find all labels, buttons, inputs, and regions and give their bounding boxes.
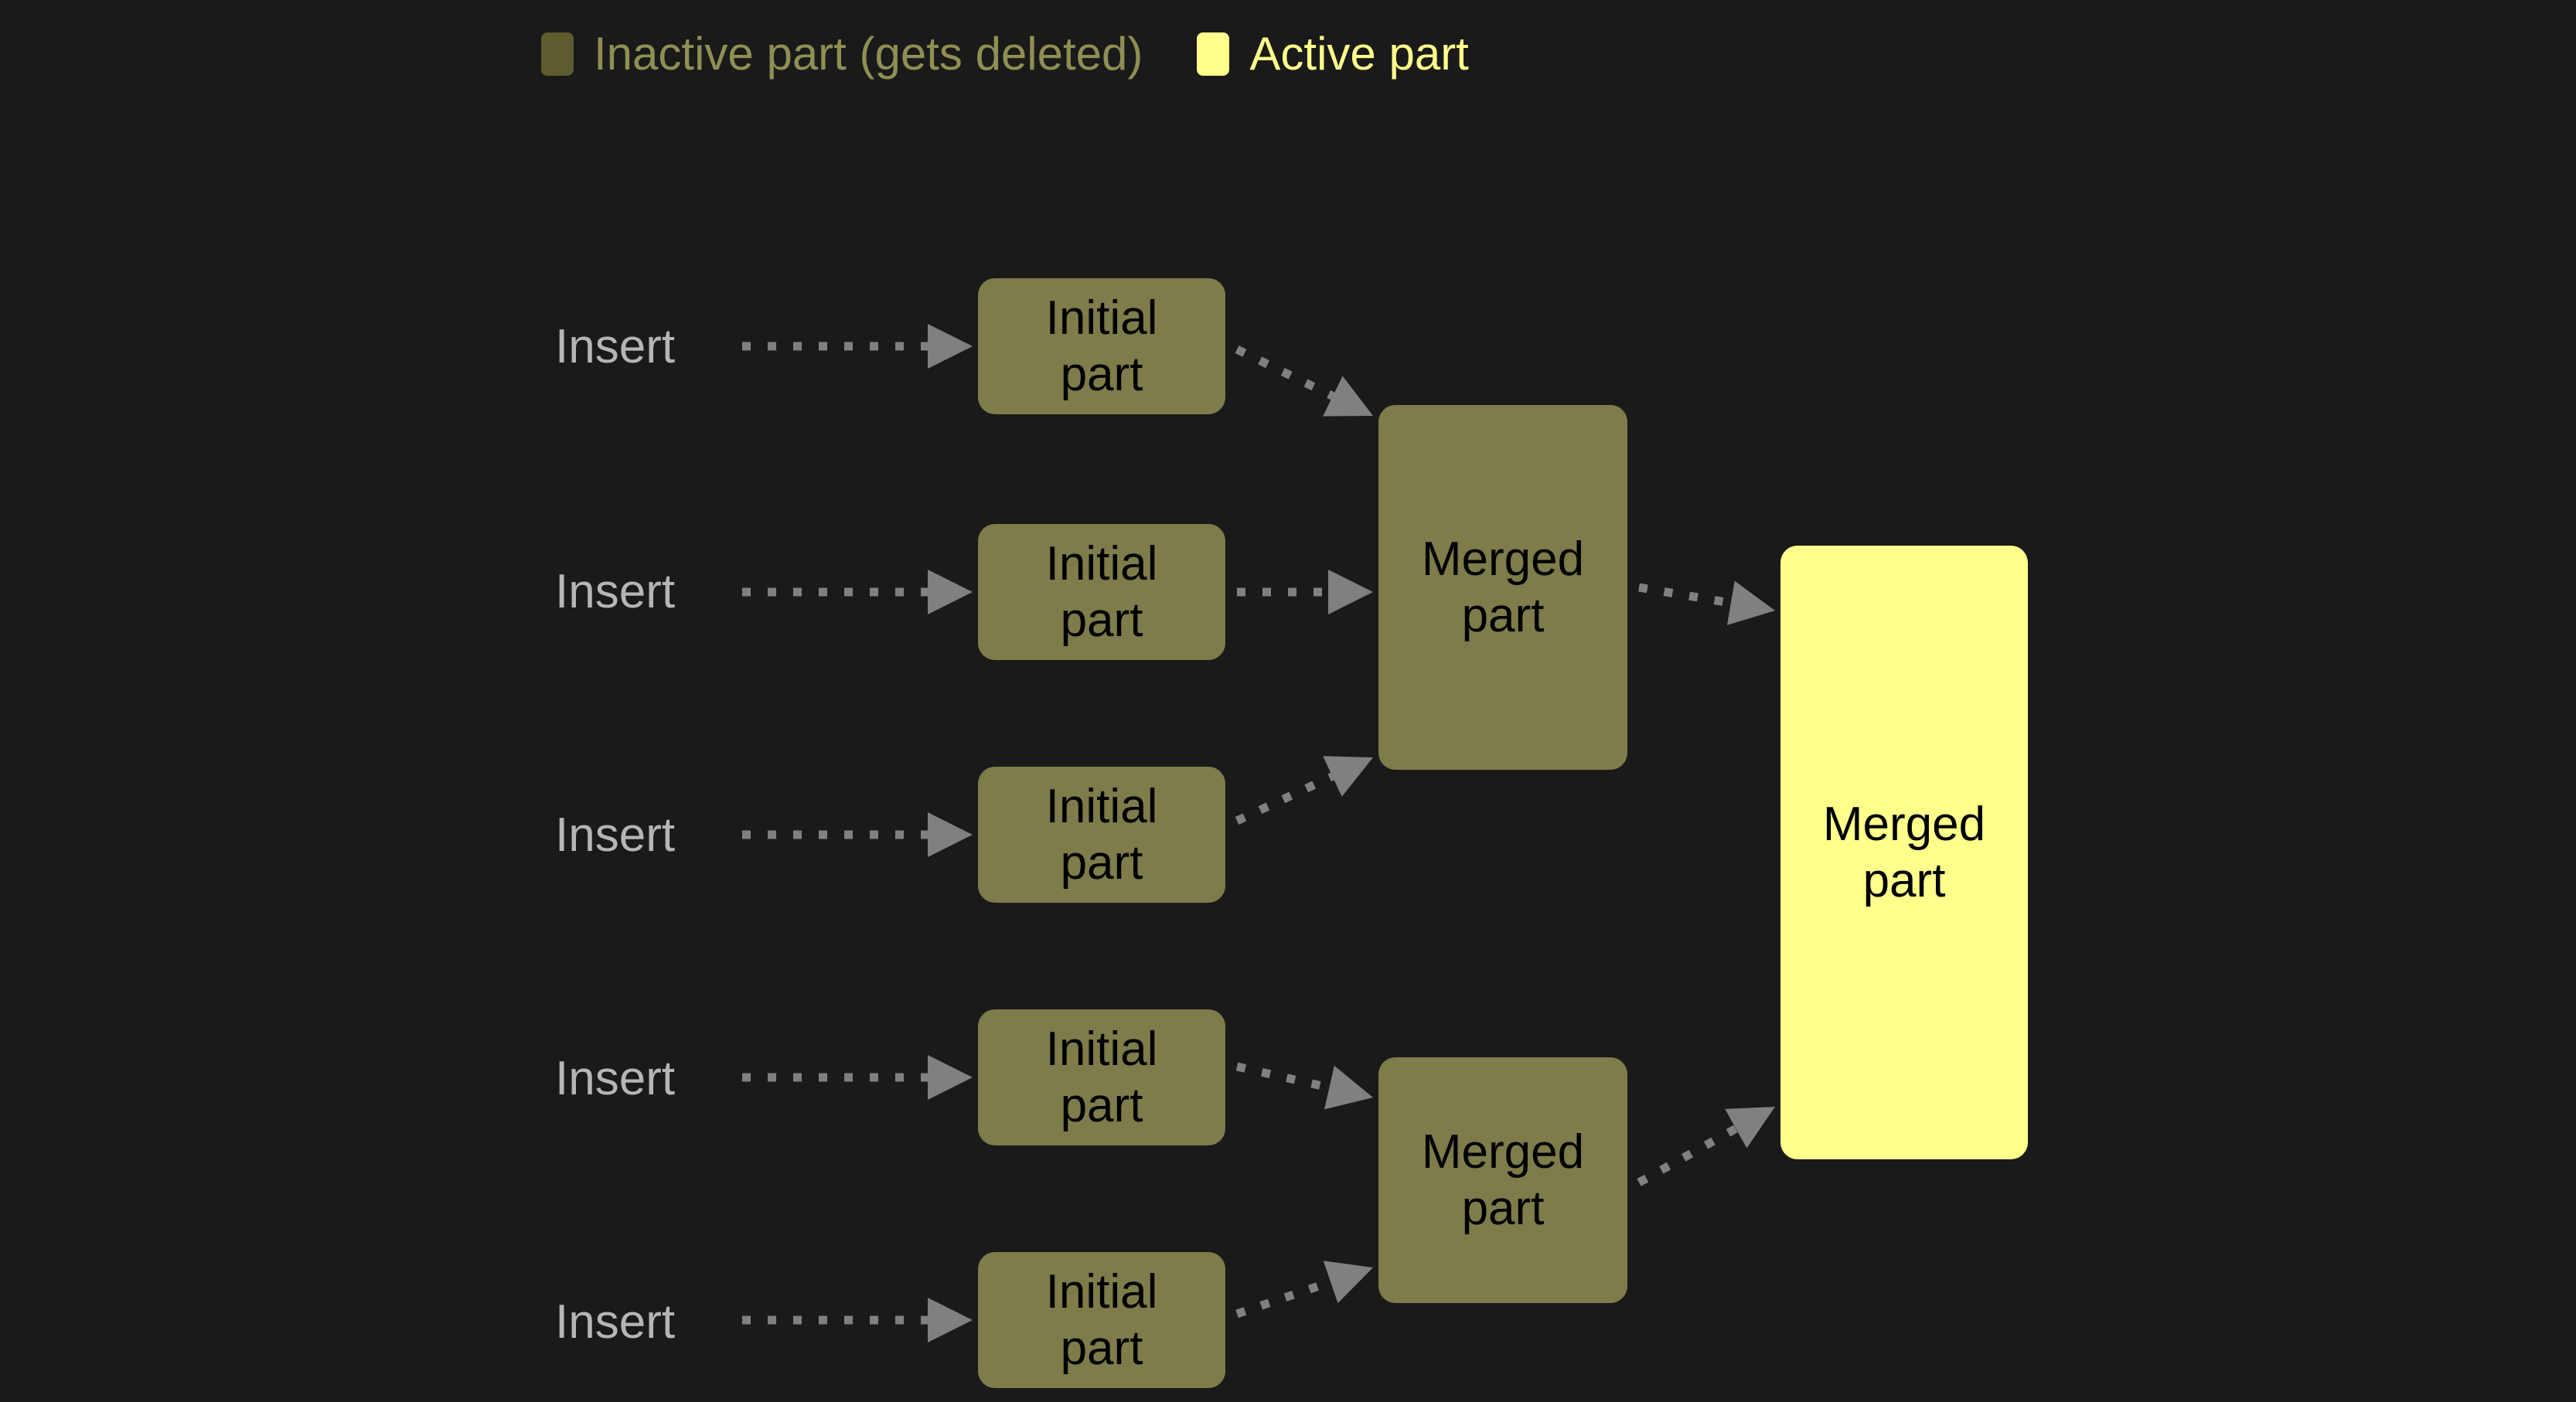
node-line-2: part [1060, 836, 1143, 890]
node-line-1: Initial [1045, 536, 1158, 590]
initial-1-to-merged-1-line [1235, 345, 1335, 400]
node-line-1: Initial [1045, 1022, 1158, 1076]
legend-item-inactive: Inactive part (gets deleted) [541, 31, 1143, 77]
node-line-2: part [1060, 348, 1143, 401]
legend-label-inactive: Inactive part (gets deleted) [594, 28, 1143, 80]
initial-5-to-merged-2-line [1235, 1278, 1332, 1319]
initial-4-to-merged-2-line [1235, 1062, 1331, 1092]
insert-3-to-initial-3-head [928, 812, 973, 857]
insert-label-5: Insert [555, 1295, 676, 1349]
initial-5-to-merged-2-head [1323, 1261, 1373, 1304]
insert-label-1: Insert [555, 320, 676, 373]
node-line-2: part [1060, 1079, 1143, 1132]
insert-2-to-initial-2-head [928, 570, 973, 614]
insert-label-4: Insert [555, 1052, 676, 1105]
node-line-2: part [1862, 854, 1946, 907]
node-line-2: part [1461, 1182, 1545, 1235]
node-line-1: Merged [1421, 1125, 1585, 1179]
initial-3-to-merged-1-head [1323, 756, 1373, 797]
initial-3-to-merged-1-line [1235, 772, 1334, 825]
initial-1-to-merged-1-head [1323, 376, 1373, 417]
legend-item-active: Active part [1197, 28, 1469, 80]
node-line-1: Merged [1421, 532, 1585, 586]
insert-1-to-initial-1-head [928, 324, 973, 369]
node-line-2: part [1461, 589, 1545, 642]
insert-5-to-initial-5-head [928, 1298, 973, 1342]
node-line-1: Merged [1822, 797, 1986, 851]
initial-4-to-merged-2-head [1324, 1065, 1373, 1110]
merged-2-to-final-line [1637, 1125, 1739, 1186]
inactive-swatch-icon [541, 32, 574, 76]
legend-label-active: Active part [1249, 28, 1469, 80]
merged-1-to-final-head [1726, 580, 1775, 625]
insert-label-2: Insert [555, 565, 676, 618]
node-line-1: Initial [1045, 291, 1158, 345]
node-line-2: part [1060, 594, 1143, 647]
merged-1-to-final-line [1638, 583, 1732, 607]
insert-label-3: Insert [555, 808, 676, 862]
node-line-1: Initial [1045, 1264, 1158, 1319]
merged-2-to-final-head [1725, 1107, 1775, 1148]
insert-4-to-initial-4-head [928, 1055, 973, 1100]
node-line-2: part [1060, 1322, 1143, 1375]
node-line-1: Initial [1045, 779, 1158, 833]
active-swatch-icon [1197, 32, 1230, 76]
legend: Inactive part (gets deleted) Active part [541, 23, 1469, 85]
initial-2-to-merged-1-head [1328, 570, 1373, 614]
